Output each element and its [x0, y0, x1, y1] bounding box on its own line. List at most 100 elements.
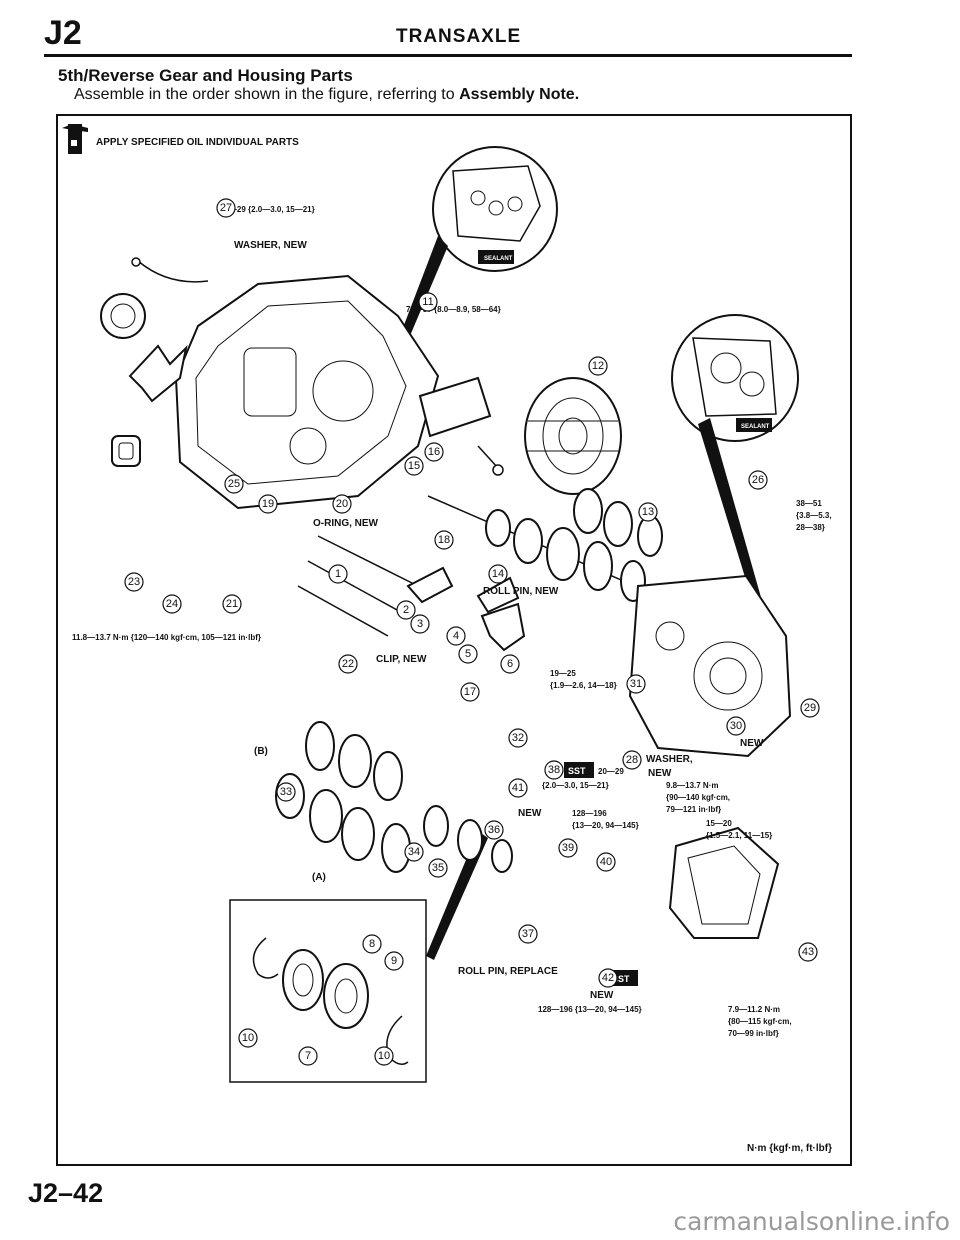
- torque-41-line-1: 128—196: [572, 809, 607, 818]
- callout-new-b: NEW: [648, 768, 672, 779]
- part-number-35: 35: [432, 862, 444, 874]
- part-number-28: 28: [626, 754, 638, 766]
- torque-28-line-2: {2.0—3.0, 15—21}: [542, 781, 609, 790]
- part-number-20: 20: [336, 498, 348, 510]
- detail-pointer-2: [698, 418, 768, 626]
- oil-legend: APPLY SPECIFIED OIL INDIVIDUAL PARTS: [96, 137, 299, 148]
- part-callout-23: 23: [124, 572, 144, 592]
- part-number-2: 2: [403, 604, 409, 616]
- torque-31-line-1: 19—25: [550, 669, 576, 678]
- part-number-18: 18: [438, 534, 450, 546]
- part-number-14: 14: [492, 568, 504, 580]
- part-callout-9: 9: [384, 951, 404, 971]
- part-callout-41: 41: [508, 778, 528, 798]
- part-callout-27: 27: [216, 198, 236, 218]
- torque-26-line-2: {3.8—5.3,: [796, 511, 832, 520]
- part-callout-22: 22: [338, 654, 358, 674]
- part-callout-37: 37: [518, 924, 538, 944]
- callout-clip-new: CLIP, NEW: [376, 654, 427, 665]
- torque-43-line-1: 7.9—11.2 N·m: [728, 1005, 780, 1014]
- fifth-reverse-gear-stack: [275, 721, 513, 873]
- callout-washer: WASHER,: [646, 754, 693, 765]
- sst-badge-38: SST: [564, 762, 594, 778]
- secondary-shaft-gears: [573, 488, 663, 557]
- part-callout-17: 17: [460, 682, 480, 702]
- part-number-31: 31: [630, 678, 642, 690]
- part-callout-18: 18: [434, 530, 454, 550]
- part-number-30: 30: [730, 720, 742, 732]
- part-callout-26: 26: [748, 470, 768, 490]
- callout-new-d: NEW: [590, 990, 614, 1001]
- torque-43-line-2: {80—115 kgf·cm,: [728, 1017, 792, 1026]
- part-callout-38: 38: [544, 760, 564, 780]
- part-number-42: 42: [602, 972, 614, 984]
- part-number-32: 32: [512, 732, 524, 744]
- part-number-29: 29: [804, 702, 816, 714]
- bolt-11-bracket: [418, 376, 504, 476]
- svg-text:SEALANT: SEALANT: [484, 256, 513, 262]
- part-number-16: 16: [428, 446, 440, 458]
- cover-gasket-detail: SEALANT: [671, 314, 799, 442]
- page-title: TRANSAXLE: [396, 26, 522, 47]
- part-callout-5: 5: [458, 644, 478, 664]
- svg-text:SST: SST: [568, 766, 586, 776]
- part-callout-12: 12: [588, 356, 608, 376]
- synchronizer-inset: [229, 899, 427, 1083]
- page-number: J2–42: [28, 1178, 104, 1208]
- part-callout-31: 31: [626, 674, 646, 694]
- torque-29-line-1: 9.8—13.7 N·m: [666, 781, 718, 790]
- part-number-11: 11: [422, 296, 433, 308]
- part-callout-3: 3: [410, 614, 430, 634]
- shift-forks: [406, 566, 526, 652]
- part-callout-40: 40: [596, 852, 616, 872]
- rear-cover: [668, 826, 780, 939]
- callout-washer-new: WASHER, NEW: [234, 240, 307, 251]
- part-callout-20: 20: [332, 494, 352, 514]
- part-callout-24: 24: [162, 594, 182, 614]
- part-callout-30: 30: [726, 716, 746, 736]
- part-callout-7: 7: [298, 1046, 318, 1066]
- clutch-housing: [628, 574, 792, 758]
- callout-roll-pin-replace: ROLL PIN, REPLACE: [458, 966, 558, 977]
- callout-b: (B): [254, 746, 268, 757]
- part-callout-33: 33: [276, 782, 296, 802]
- assembly-instructions: Assemble in the order shown in the figur…: [74, 86, 579, 104]
- part-number-12: 12: [592, 360, 604, 372]
- section-code: J2: [44, 14, 82, 52]
- callout-a: (A): [312, 872, 326, 883]
- part-number-25: 25: [228, 478, 240, 490]
- exploded-view-figure: APPLY SPECIFIED OIL INDIVIDUAL PARTS SEA…: [56, 114, 852, 1166]
- callout-o-ring-new: O-RING, NEW: [313, 518, 379, 529]
- part-number-7: 7: [305, 1050, 311, 1062]
- part-callout-36: 36: [484, 820, 504, 840]
- shift-fork-left: [128, 344, 188, 403]
- part-number-34: 34: [408, 846, 420, 858]
- differential: [524, 377, 622, 495]
- header-rule: [44, 54, 852, 57]
- part-number-22: 22: [342, 658, 354, 670]
- section-title: 5th/Reverse Gear and Housing Parts: [58, 66, 353, 85]
- part-number-21: 21: [226, 598, 238, 610]
- torque-41-line-2: {13—20, 94—145}: [572, 821, 639, 830]
- oil-seal-left: [100, 293, 146, 339]
- part-number-19: 19: [262, 498, 274, 510]
- torque-42: 128—196 {13—20, 94—145}: [538, 1005, 642, 1014]
- torque-27: 20—29 {2.0—3.0, 15—21}: [220, 205, 315, 214]
- torque-31-line-2: {1.9—2.6, 14—18}: [550, 681, 617, 690]
- housing-gasket-detail: SEALANT: [432, 146, 558, 272]
- breather-hose: [131, 257, 209, 283]
- part-number-27: 27: [220, 202, 232, 214]
- part-callout-13: 13: [638, 502, 658, 522]
- detail-pointer-1: [396, 236, 448, 350]
- part-number-26: 26: [752, 474, 764, 486]
- shift-rods: [297, 535, 419, 637]
- watermark: carmanualsonline.info: [673, 1207, 950, 1236]
- torque-30-line-2: {1.5—2.1, 11—15}: [706, 831, 772, 840]
- part-callout-4: 4: [446, 626, 466, 646]
- part-callout-42: 42: [598, 968, 618, 988]
- main-shaft-gears: [427, 495, 659, 602]
- part-callout-15: 15: [404, 456, 424, 476]
- callout-new-a: NEW: [740, 738, 764, 749]
- torque-29-line-3: 79—121 in·lbf}: [666, 805, 721, 814]
